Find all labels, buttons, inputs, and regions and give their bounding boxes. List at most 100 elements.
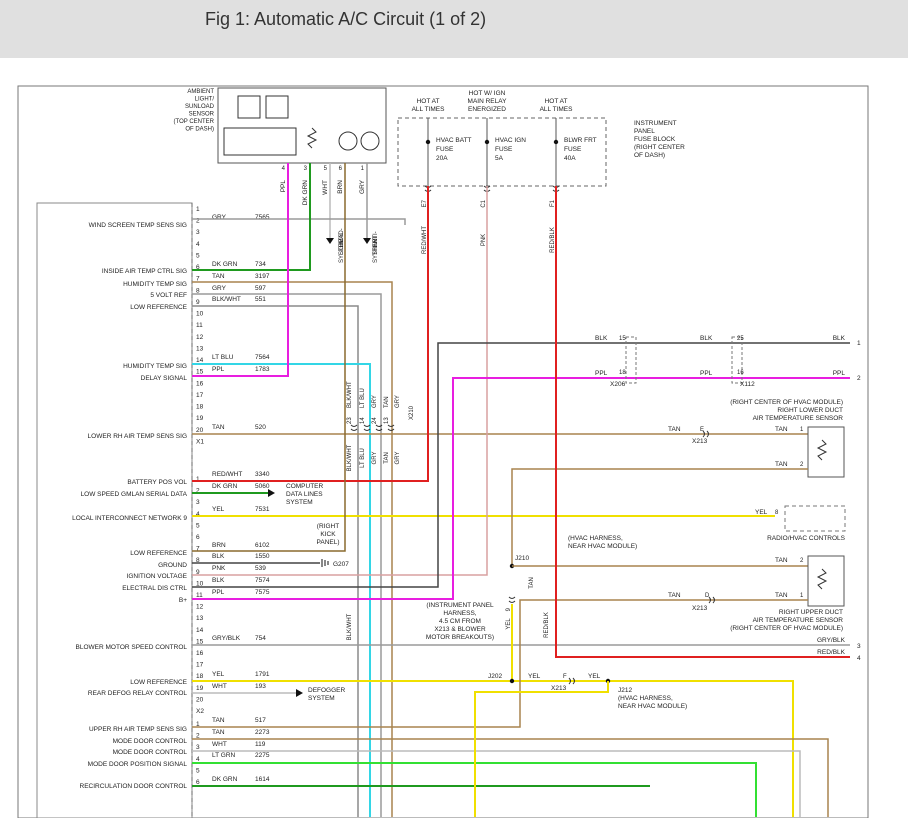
module-signal-label: LOW SPEED GMLAN SERIAL DATA bbox=[81, 491, 188, 498]
wire-color-label: DK GRN bbox=[212, 483, 238, 490]
hot-at-label: HOT AT bbox=[417, 98, 440, 105]
connector-pin: 4 bbox=[196, 511, 200, 518]
circuit-number: 3340 bbox=[255, 471, 270, 478]
x213-connector bbox=[568, 677, 575, 685]
circuit-number: 7574 bbox=[255, 577, 270, 584]
wire-color-label: PPL bbox=[833, 370, 846, 377]
module-signal-label: REAR DEFOG RELAY CONTROL bbox=[88, 690, 187, 697]
connector-pin: 9 bbox=[196, 569, 200, 576]
wire-color-label: YEL bbox=[588, 673, 601, 680]
circuit-number: 6102 bbox=[255, 542, 270, 549]
wire-brn-6102 bbox=[192, 163, 346, 552]
thermistor-symbol bbox=[816, 568, 828, 590]
x213-label: X213 bbox=[692, 605, 708, 612]
j212-label: (HVAC HARNESS, bbox=[618, 695, 673, 702]
computer-data-label: SYSTEM bbox=[286, 499, 313, 506]
x112-connector bbox=[731, 336, 743, 384]
sensor-pin: 3 bbox=[304, 166, 308, 172]
connector-pin: 6 bbox=[196, 779, 200, 786]
connector-pin: 7 bbox=[196, 276, 200, 283]
x213-pin: E bbox=[700, 427, 704, 433]
connector-pin: 20 bbox=[196, 427, 204, 434]
diagram-frame bbox=[17, 85, 869, 818]
hvac-module bbox=[36, 202, 193, 818]
arrow-icon bbox=[268, 489, 275, 497]
radio-label: RADIO/HVAC CONTROLS bbox=[767, 535, 846, 542]
sensor-pin: 2 bbox=[800, 558, 804, 564]
wire-wht-119 bbox=[192, 750, 801, 817]
wire-color-label: BLK bbox=[595, 335, 608, 342]
page-title: Fig 1: Automatic A/C Circuit (1 of 2) bbox=[205, 9, 487, 29]
connector-pin: 5 bbox=[196, 252, 200, 259]
x210-wire-label: GRY bbox=[372, 452, 378, 465]
connector-pin: X2 bbox=[196, 708, 204, 715]
fuse-label: 5A bbox=[495, 155, 504, 162]
wire-dkgrn-734 bbox=[192, 163, 311, 271]
circuit-number: 2273 bbox=[255, 729, 270, 736]
module-signal-label: INSIDE AIR TEMP CTRL SIG bbox=[102, 268, 187, 275]
j210-connector bbox=[508, 596, 516, 603]
j210-label: NEAR HVAC MODULE) bbox=[568, 543, 637, 550]
circuit-number: 597 bbox=[255, 285, 266, 292]
connector-pin: 15 bbox=[196, 638, 204, 645]
circuit-number: 1791 bbox=[255, 671, 270, 678]
wire-color-label: BLK bbox=[700, 335, 713, 342]
j212-label: NEAR HVAC MODULE) bbox=[618, 703, 687, 710]
x213-connector bbox=[708, 596, 715, 604]
fuse-wire-label: RED/BLK bbox=[550, 227, 556, 253]
wire-color-label: TAN bbox=[212, 717, 225, 724]
x210-pin: 24 bbox=[372, 417, 378, 424]
vertical-wire-label: YEL bbox=[506, 618, 512, 630]
connector-pin: 14 bbox=[196, 357, 204, 364]
wire-color-label: TAN bbox=[668, 426, 681, 433]
ambient-sensor-label: SENSOR bbox=[189, 112, 215, 118]
x206-pin: 18 bbox=[619, 370, 626, 376]
antitheft-label: ANTI- bbox=[373, 231, 379, 247]
sensor-wire-label: PPL bbox=[280, 180, 287, 193]
ambient-sensor-label: (TOP CENTER bbox=[174, 119, 215, 125]
connector-pin: 5 bbox=[196, 522, 200, 529]
x210-wire-label: TAN bbox=[384, 452, 390, 464]
fuse-pin: C1 bbox=[481, 199, 487, 207]
x210-connector bbox=[350, 424, 358, 431]
hot-at-label: ENERGIZED bbox=[468, 106, 506, 113]
connector-pin: 17 bbox=[196, 392, 204, 399]
x210-connector bbox=[375, 424, 383, 431]
x210-wire-label: BLK/WHT bbox=[347, 381, 353, 408]
connector-pin: 4 bbox=[196, 241, 200, 248]
diode-symbol bbox=[360, 131, 380, 151]
module-signal-label: MODE DOOR POSITION SIGNAL bbox=[88, 761, 188, 768]
x213-connector bbox=[702, 430, 709, 438]
connector-pin: 18 bbox=[196, 404, 204, 411]
fuse-dot bbox=[484, 139, 490, 145]
fuse-dot bbox=[425, 139, 431, 145]
circuit-number: 7565 bbox=[255, 214, 270, 221]
connector-pin: 5 bbox=[196, 767, 200, 774]
module-signal-label: WIND SCREEN TEMP SENS SIG bbox=[89, 222, 187, 229]
ip-harness-label: HARNESS, bbox=[443, 610, 476, 617]
headlights-label: LIGHTS bbox=[339, 233, 345, 255]
end-pin: 1 bbox=[857, 340, 861, 347]
x210-connector bbox=[363, 424, 371, 431]
x112-pin: 16 bbox=[737, 370, 744, 376]
x210-pin: 13 bbox=[384, 417, 390, 424]
sensor-pin: 6 bbox=[339, 166, 343, 172]
module-signal-label: HUMIDITY TEMP SIG bbox=[123, 281, 187, 288]
module-signal-label: MODE DOOR CONTROL bbox=[113, 738, 188, 745]
wire-yel-down bbox=[474, 681, 609, 817]
wire-redwht-3340 bbox=[192, 186, 429, 482]
ground-label: G207 bbox=[333, 561, 349, 568]
connector-pin: 1 bbox=[196, 206, 200, 213]
sensor-pin: 2 bbox=[800, 462, 804, 468]
sensor-wire-label: DK GRN bbox=[302, 180, 309, 206]
x213-pin: D bbox=[705, 593, 710, 599]
wire-color-label: TAN bbox=[212, 729, 225, 736]
connector-pin: 18 bbox=[196, 673, 204, 680]
fuse-wire-label: PNK bbox=[481, 234, 487, 246]
sensor-pin: 4 bbox=[282, 166, 286, 172]
wire-redblk-right bbox=[555, 186, 850, 658]
ambient-sensor-box bbox=[217, 87, 387, 164]
upper-duct-sensor bbox=[807, 555, 845, 607]
wire-ppl-7575 bbox=[192, 377, 620, 600]
wire-color-label: GRY bbox=[212, 214, 227, 221]
